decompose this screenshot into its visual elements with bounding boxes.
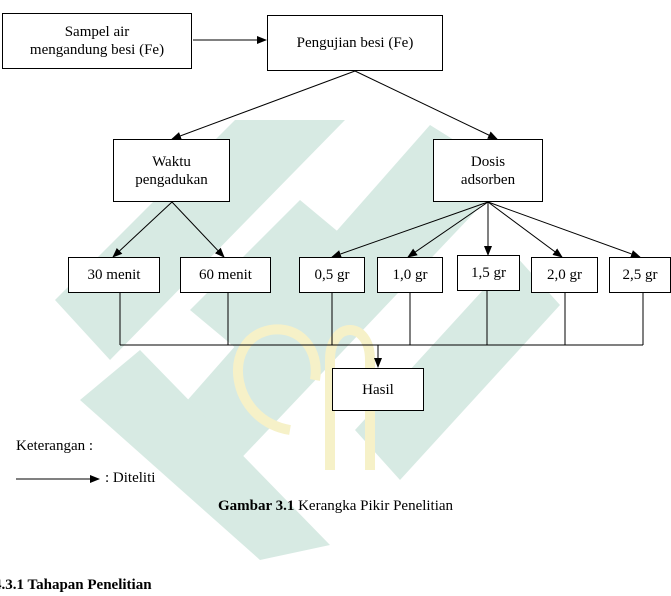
- node-15-gr: 1,5 gr: [457, 255, 520, 291]
- caption-label: Gambar 3.1: [217, 498, 295, 514]
- arrow-dose-to-25: [487, 201, 641, 258]
- node-result: Hasil: [332, 368, 424, 411]
- legend-title: Keterangan :: [16, 438, 94, 454]
- arrow-dose-to-20: [487, 201, 563, 258]
- arrow-dose-to-10: [407, 201, 489, 258]
- arrow-testing-to-stir: [171, 70, 356, 140]
- node-stir-time: Waktu pengadukan: [113, 139, 230, 202]
- legend-arrow-label: : Diteliti: [105, 470, 156, 486]
- node-sample: Sampel air mengandung besi (Fe): [2, 13, 192, 69]
- caption-text: Kerangka Pikir Penelitian: [294, 498, 454, 514]
- node-testing: Pengujian besi (Fe): [267, 15, 443, 71]
- arrow-stir-to-60: [171, 201, 225, 258]
- node-20-gr: 2,0 gr: [531, 257, 598, 293]
- figure-caption: Gambar 3.1 Kerangka Pikir Penelitian: [0, 498, 671, 515]
- arrow-stir-to-30: [112, 201, 173, 258]
- node-dose: Dosis adsorben: [433, 139, 543, 202]
- node-10-gr: 1,0 gr: [377, 257, 443, 293]
- section-heading: 4.3.1 Tahapan Penelitian: [0, 577, 152, 593]
- node-25-gr: 2,5 gr: [609, 257, 671, 293]
- arrow-testing-to-dose: [354, 70, 498, 140]
- node-60-menit: 60 menit: [180, 257, 271, 293]
- node-30-menit: 30 menit: [68, 257, 160, 293]
- arrow-dose-to-05: [331, 201, 489, 258]
- node-05-gr: 0,5 gr: [299, 257, 365, 293]
